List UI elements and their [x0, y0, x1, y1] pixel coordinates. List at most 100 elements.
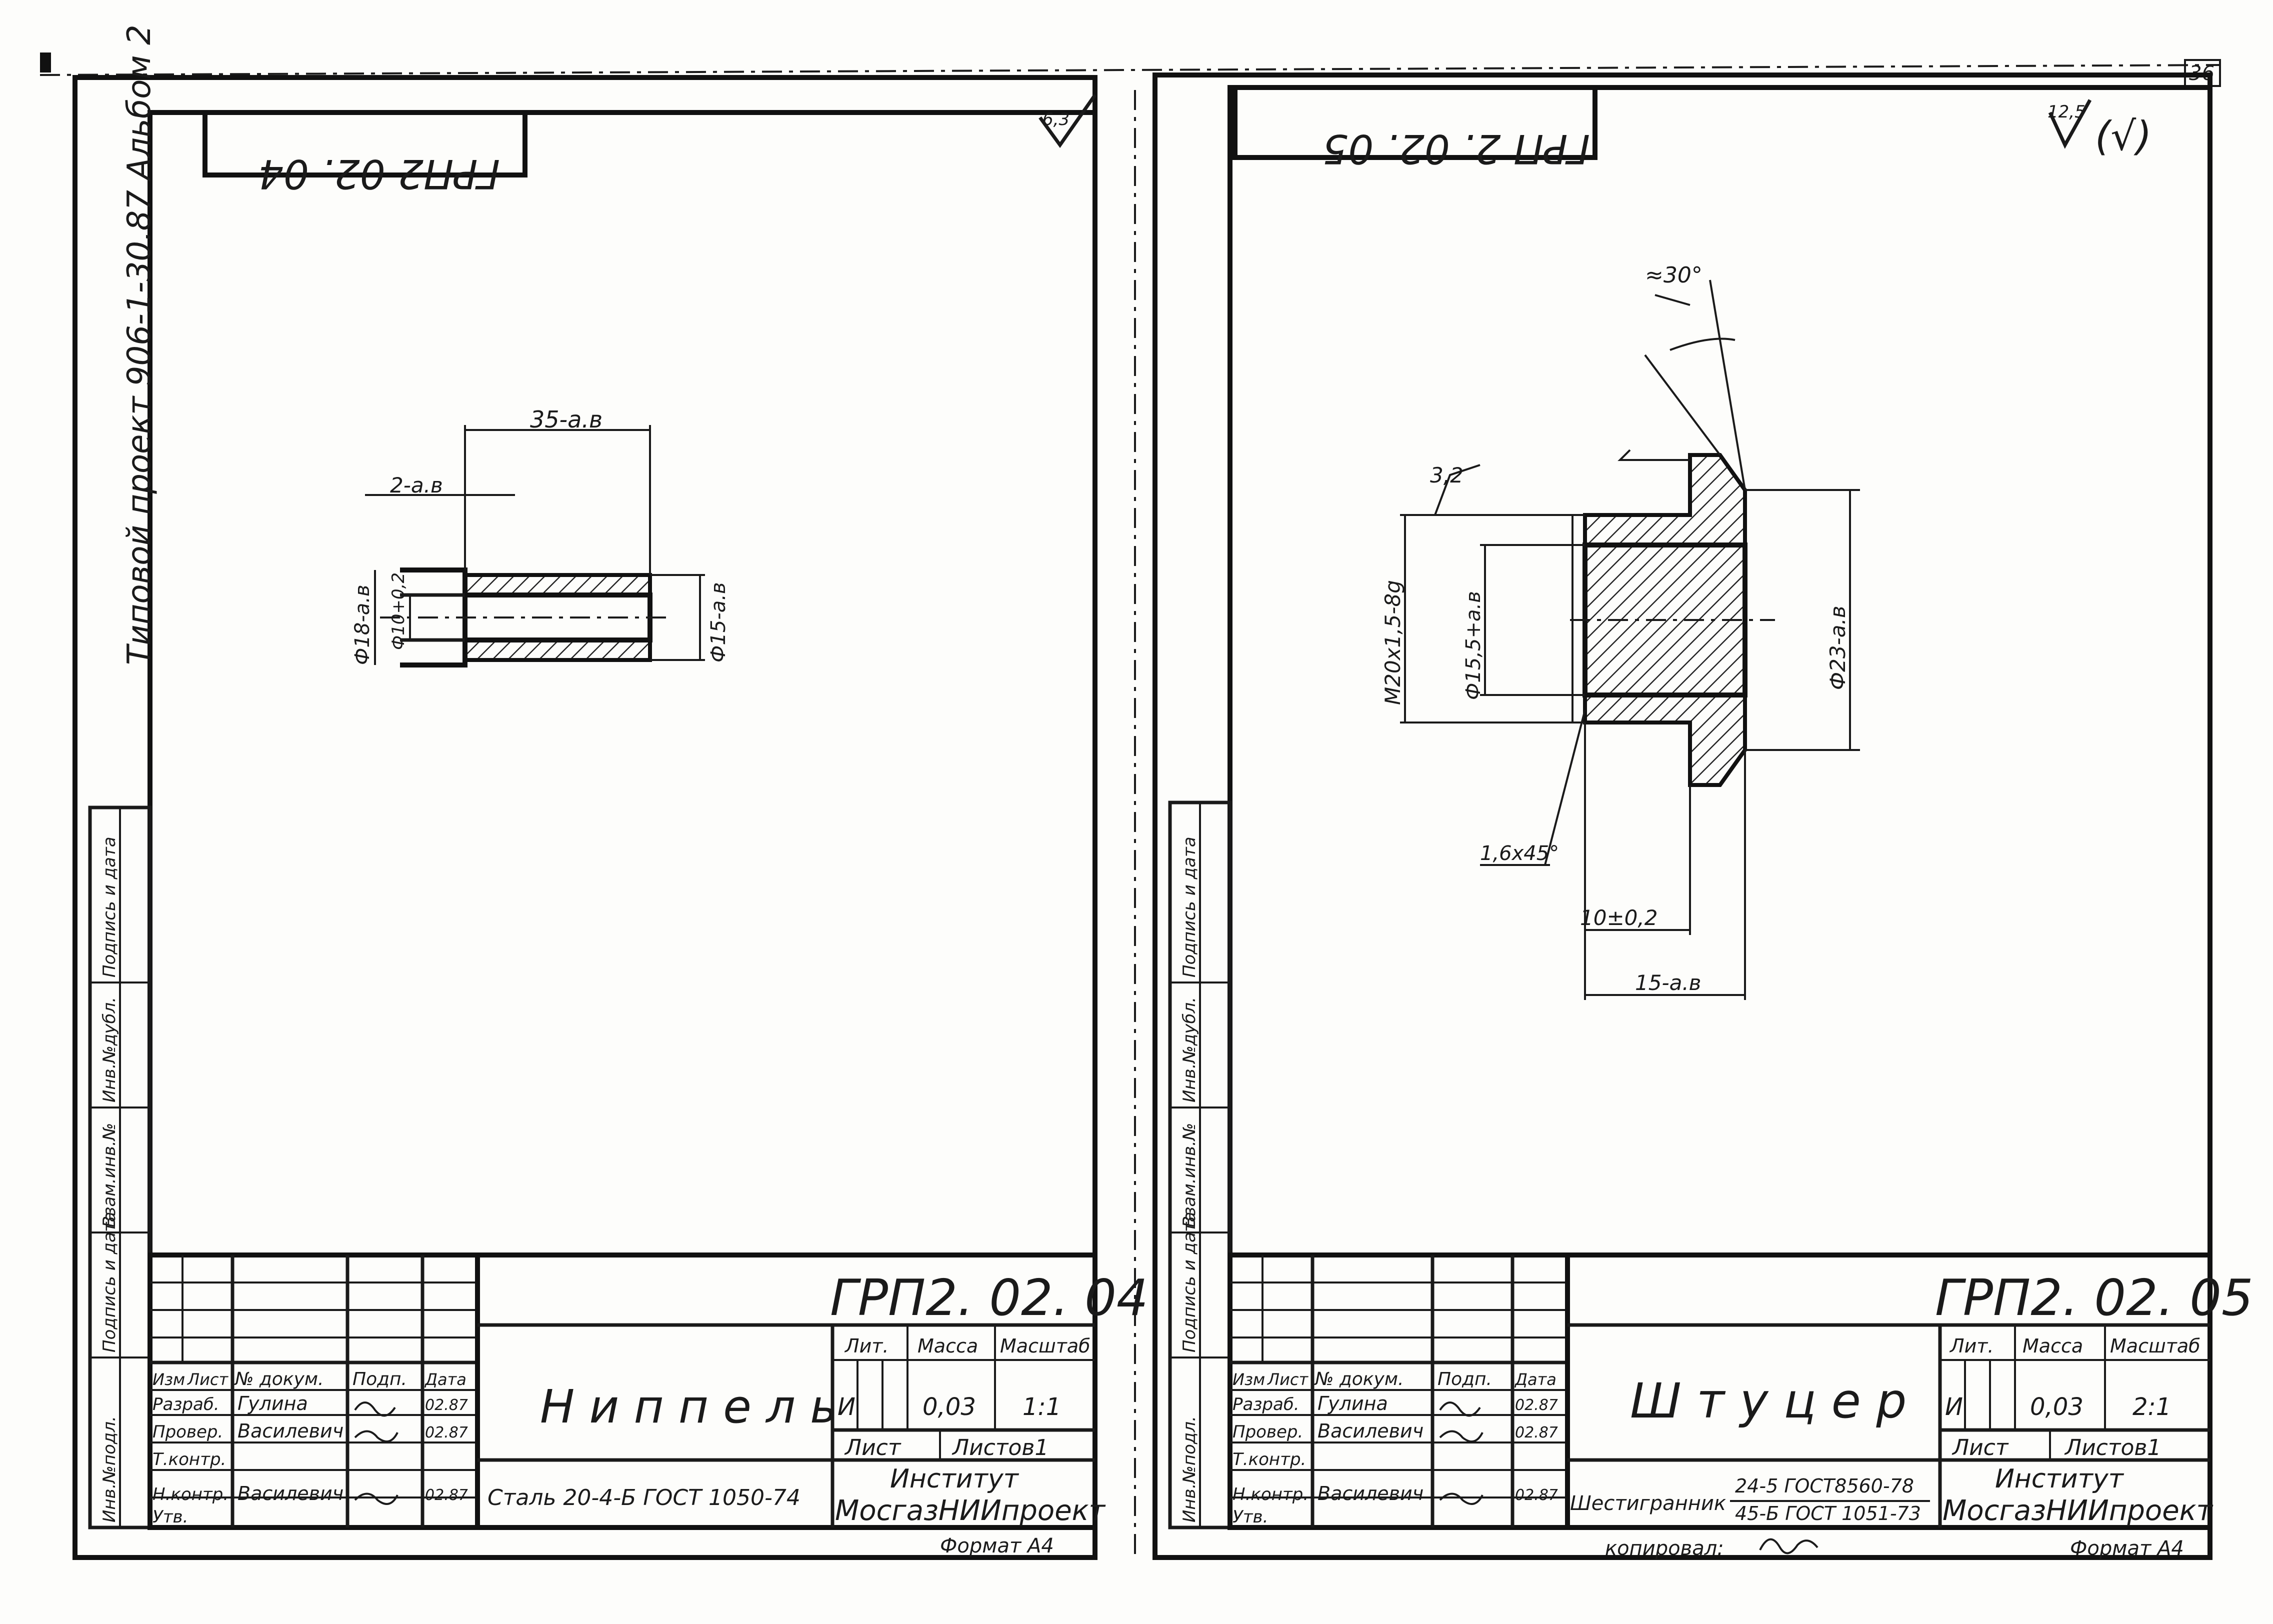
- left-r3-role: Т.контр.: [152, 1450, 226, 1470]
- fitting-len1-dim: 10±0,2: [1580, 906, 1658, 930]
- copier-signature: [1759, 1538, 1818, 1554]
- left-scale-header: Масштаб: [1000, 1335, 1090, 1357]
- left-org-line2: МосгазНИИпроект: [835, 1494, 1106, 1527]
- left-r4-name: Василевич: [238, 1482, 344, 1504]
- right-sheet: ГРП 2. 02. 05 12,5 (√): [1152, 72, 2253, 1560]
- left-date-header: Дата: [424, 1370, 466, 1389]
- right-org-line1: Институт: [1995, 1464, 2124, 1494]
- left-part-name: Н и п п е л ь: [540, 1380, 837, 1434]
- corner-mark: [40, 52, 51, 72]
- right-side-field-3: Взам.инв.№: [1180, 1123, 1200, 1228]
- right-org-line2: МосгазНИИпроект: [1942, 1494, 2213, 1527]
- right-copied: копировал:: [1605, 1537, 1724, 1560]
- nipple-length-dim: 35-а.в: [530, 406, 602, 433]
- nipple-inner-dia: Ф10+0,2: [388, 572, 408, 650]
- nipple-part: [365, 425, 705, 668]
- left-top-code: ГРП2 02. 04: [258, 150, 500, 197]
- top-cut-line: [40, 64, 2220, 76]
- left-top-code-box: [202, 110, 528, 178]
- right-scale: 2:1: [2132, 1393, 2171, 1421]
- right-side-field-4: Инв.№дубл.: [1180, 997, 1200, 1102]
- right-roughness-paren: (√): [2095, 113, 2152, 160]
- side-field-1: Инв.№подл.: [100, 1416, 120, 1522]
- right-sign-header: Подп.: [1438, 1369, 1492, 1390]
- right-material-line2: 45-Б ГОСТ 1051-73: [1735, 1502, 1921, 1524]
- side-field-5: Подпись и дата: [100, 836, 120, 978]
- right-r2-date: 02.87: [1515, 1424, 1558, 1442]
- right-title-block: [1228, 1252, 2212, 1530]
- right-signatures: [1439, 1402, 1484, 1505]
- right-r4-role: Н.контр.: [1232, 1484, 1308, 1504]
- fitting-thread-dim: М20х1,5-8g: [1380, 580, 1405, 705]
- right-mass-header: Масса: [2022, 1335, 2083, 1357]
- right-izm-header: Изм: [1232, 1370, 1265, 1389]
- right-list-header: Лист: [1267, 1370, 1308, 1389]
- right-r1-name: Гулина: [1318, 1392, 1388, 1414]
- side-field-4: Инв.№дубл.: [100, 997, 120, 1102]
- right-side-field-2: Подпись и дата: [1180, 1212, 1200, 1352]
- fitting-bore-dia: Ф15,5+а.в: [1462, 591, 1485, 700]
- fitting-part: [1400, 280, 1860, 1000]
- left-izm-header: Изм: [152, 1370, 185, 1389]
- left-r1-date: 02.87: [425, 1396, 468, 1414]
- right-scale-header: Масштаб: [2110, 1335, 2200, 1357]
- left-title-block: [148, 1252, 1098, 1530]
- right-r1-role: Разраб.: [1232, 1394, 1300, 1414]
- right-material-line1: 24-5 ГОСТ8560-78: [1735, 1475, 1914, 1497]
- right-format: Формат А4: [2070, 1537, 2184, 1560]
- nipple-thread-dia: Ф15-а.в: [707, 582, 730, 662]
- right-r3-role: Т.контр.: [1232, 1450, 1306, 1470]
- right-side-field-5: Подпись и дата: [1180, 836, 1200, 978]
- left-signatures: [354, 1402, 398, 1505]
- right-top-code: ГРП 2. 02. 05: [1322, 126, 1590, 172]
- right-r4-date: 02.87: [1515, 1486, 1558, 1504]
- left-roughness-mark-icon: [1038, 94, 1096, 148]
- right-side-field-1: Инв.№подл.: [1180, 1416, 1200, 1522]
- left-lit: И: [838, 1393, 856, 1421]
- left-r1-name: Гулина: [238, 1392, 308, 1414]
- left-r2-date: 02.87: [425, 1424, 468, 1442]
- right-top-code-box: [1232, 85, 1598, 160]
- left-r5-role: Утв.: [152, 1507, 188, 1527]
- right-roughness: 12,5: [2048, 102, 2086, 122]
- side-field-2: Подпись и дата: [100, 1212, 120, 1352]
- right-date-header: Дата: [1514, 1370, 1556, 1389]
- left-r2-name: Василевич: [238, 1420, 344, 1442]
- right-sheet-label: Лист: [1952, 1435, 2009, 1460]
- left-format: Формат А4: [940, 1534, 1054, 1558]
- fitting-angle-dim: ≈30°: [1645, 262, 1702, 288]
- left-lit-header: Лит.: [844, 1335, 889, 1357]
- left-list-header: Лист: [187, 1370, 228, 1389]
- right-doc-header: № докум.: [1314, 1369, 1404, 1390]
- left-org-line1: Институт: [890, 1464, 1020, 1494]
- right-r2-role: Провер.: [1232, 1422, 1303, 1442]
- left-doc-header: № докум.: [234, 1369, 324, 1390]
- right-lit: И: [1945, 1393, 1963, 1421]
- nipple-outer-dia: Ф18-а.в: [351, 584, 374, 665]
- left-sheet: Типовой проект 906-1-30.87 Альбом 2 ГРП2…: [72, 24, 1148, 1560]
- left-material: Сталь 20-4-Б ГОСТ 1050-74: [488, 1485, 800, 1510]
- left-r4-role: Н.контр.: [152, 1484, 228, 1504]
- right-r2-name: Василевич: [1318, 1420, 1424, 1442]
- left-r1-role: Разраб.: [152, 1394, 220, 1414]
- right-part-name: Ш т у ц е р: [1630, 1373, 1906, 1429]
- left-mass-header: Масса: [918, 1335, 978, 1357]
- left-roughness: 6,3: [1042, 110, 1070, 130]
- fitting-chamfer-dim: 1,6х45°: [1480, 842, 1559, 865]
- side-label: Типовой проект 906-1-30.87 Альбом 2: [121, 24, 158, 665]
- left-sheet-label: Лист: [844, 1435, 902, 1460]
- left-scale: 1:1: [1022, 1393, 1061, 1421]
- right-material-prefix: Шестигранник: [1570, 1492, 1726, 1515]
- fitting-roughness-local: 3,2: [1430, 463, 1464, 488]
- right-roughness-mark-icon: [2048, 99, 2092, 149]
- right-r4-name: Василевич: [1318, 1482, 1424, 1504]
- right-sheets-label: Листов1: [2064, 1435, 2161, 1460]
- right-lit-header: Лит.: [1949, 1335, 1994, 1357]
- side-field-3: Взам.инв.№: [100, 1123, 120, 1228]
- left-mass: 0,03: [922, 1393, 976, 1421]
- right-r1-date: 02.87: [1515, 1396, 1558, 1414]
- right-mass: 0,03: [2030, 1393, 2084, 1421]
- left-sheets-label: Листов1: [952, 1435, 1048, 1460]
- nipple-chamfer-dim: 2-а.в: [390, 473, 443, 498]
